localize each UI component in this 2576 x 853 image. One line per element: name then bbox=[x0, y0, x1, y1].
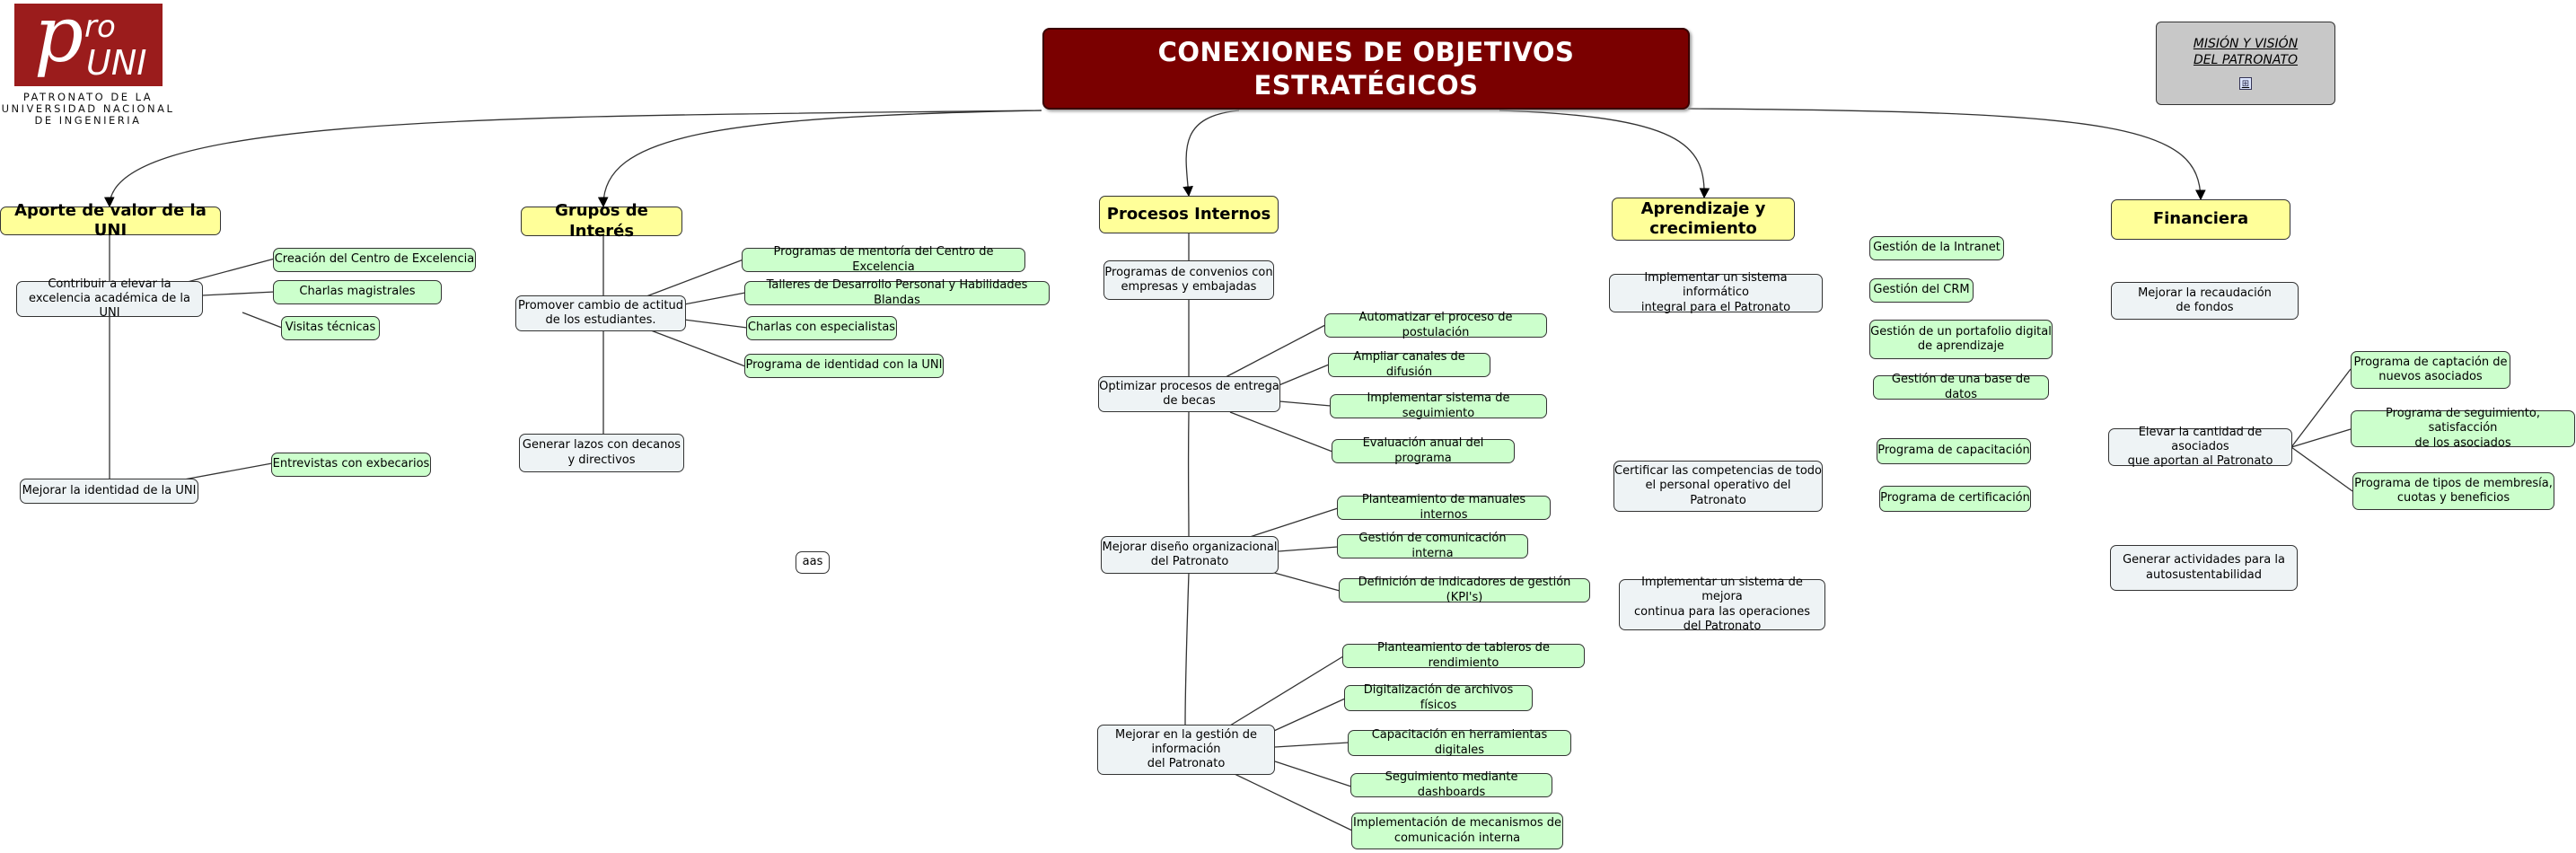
initiative-comunicacion-interna[interactable]: Gestión de comunicación interna bbox=[1337, 532, 1528, 560]
mission-vision-node[interactable]: MISIÓN Y VISIÓN DEL PATRONATO ⊞ bbox=[2156, 22, 2335, 105]
initiative-manuales-internos[interactable]: Planteamiento de manuales internos bbox=[1337, 493, 1551, 522]
initiative-captacion-asociados[interactable]: Programa de captación de nuevos asociado… bbox=[2351, 351, 2510, 389]
initiative-charlas-especialistas[interactable]: Charlas con especialistas bbox=[746, 316, 897, 340]
initiative-intranet[interactable]: Gestión de la Intranet bbox=[1869, 236, 2004, 260]
document-link-icon[interactable]: ⊞ bbox=[2239, 77, 2252, 90]
initiative-seguimiento-asociados[interactable]: Programa de seguimiento, satisfacción de… bbox=[2351, 407, 2575, 450]
logo-letters-uni: UNI bbox=[86, 43, 147, 83]
objective-certificar-competencias[interactable]: Certificar las competencias de todo el p… bbox=[1613, 461, 1823, 512]
initiative-entrevistas-exbecarios[interactable]: Entrevistas con exbecarios bbox=[271, 453, 431, 477]
logo-letter-p: p bbox=[34, 0, 84, 80]
initiative-crm[interactable]: Gestión del CRM bbox=[1869, 278, 1974, 303]
stray-node-aas[interactable]: aas bbox=[796, 551, 830, 574]
initiative-tipos-membresia[interactable]: Programa de tipos de membresía, cuotas y… bbox=[2352, 472, 2554, 510]
logo-subtitle: PATRONATO DE LA UNIVERSIDAD NACIONAL DE … bbox=[1, 91, 175, 128]
initiative-indicadores-kpi[interactable]: Definición de indicadores de gestión (KP… bbox=[1339, 576, 1590, 604]
initiative-canales-difusion[interactable]: Ampliar canales de difusión bbox=[1328, 350, 1490, 379]
objective-convenios[interactable]: Programas de convenios con empresas y em… bbox=[1103, 260, 1274, 300]
objective-excelencia-academica[interactable]: Contribuir a elevar la excelencia académ… bbox=[16, 277, 203, 320]
category-procesos-internos[interactable]: Procesos Internos bbox=[1099, 196, 1279, 233]
objective-sistema-informatico[interactable]: Implementar un sistema informático integ… bbox=[1609, 271, 1823, 314]
initiative-charlas-magistrales[interactable]: Charlas magistrales bbox=[273, 280, 442, 304]
initiative-centro-excelencia[interactable]: Creación del Centro de Excelencia bbox=[273, 248, 476, 272]
initiative-visitas-tecnicas[interactable]: Visitas técnicas bbox=[281, 316, 380, 340]
objective-cantidad-asociados[interactable]: Elevar la cantidad de asociados que apor… bbox=[2108, 426, 2292, 468]
objective-recaudacion-fondos[interactable]: Mejorar la recaudación de fondos bbox=[2111, 282, 2299, 320]
category-financiera[interactable]: Financiera bbox=[2111, 199, 2290, 240]
objective-diseno-organizacional[interactable]: Mejorar diseño organizacional del Patron… bbox=[1101, 536, 1279, 574]
initiative-automatizar-postulacion[interactable]: Automatizar el proceso de postulación bbox=[1324, 311, 1547, 339]
initiative-evaluacion-anual[interactable]: Evaluación anual del programa bbox=[1332, 436, 1515, 465]
initiative-mentoria[interactable]: Programas de mentoría del Centro de Exce… bbox=[742, 245, 1025, 274]
logo-letters-ro: ro bbox=[84, 9, 116, 45]
objective-cambio-actitud[interactable]: Promover cambio de actitud de los estudi… bbox=[515, 295, 686, 331]
category-aporte-valor[interactable]: Aporte de valor de la UNI bbox=[0, 201, 221, 240]
initiative-digitalizacion-archivos[interactable]: Digitalización de archivos físicos bbox=[1344, 683, 1533, 712]
initiative-dashboards[interactable]: Seguimiento mediante dashboards bbox=[1350, 770, 1552, 799]
initiative-capacitacion-herramientas[interactable]: Capacitación en herramientas digitales bbox=[1348, 728, 1571, 757]
objective-autosustentabilidad[interactable]: Generar actividades para la autosustenta… bbox=[2110, 545, 2298, 591]
objective-identidad-uni[interactable]: Mejorar la identidad de la UNI bbox=[20, 479, 198, 504]
objective-gestion-informacion[interactable]: Mejorar en la gestión de información del… bbox=[1097, 725, 1275, 775]
diagram-title: CONEXIONES DE OBJETIVOS ESTRATÉGICOS bbox=[1042, 28, 1690, 110]
initiative-tableros-rendimiento[interactable]: Planteamiento de tableros de rendimiento bbox=[1342, 641, 1585, 670]
prouni-logo: p ro UNI PATRONATO DE LA UNIVERSIDAD NAC… bbox=[2, 0, 172, 128]
initiative-programa-certificacion[interactable]: Programa de certificación bbox=[1879, 486, 2031, 512]
initiative-base-datos[interactable]: Gestión de una base de datos bbox=[1873, 373, 2049, 401]
initiative-talleres[interactable]: Talleres de Desarrollo Personal y Habili… bbox=[744, 278, 1050, 307]
initiative-mecanismos-comunicacion[interactable]: Implementación de mecanismos de comunica… bbox=[1351, 813, 1563, 849]
initiative-sistema-seguimiento[interactable]: Implementar sistema de seguimiento bbox=[1330, 391, 1547, 420]
objective-lazos-decanos[interactable]: Generar lazos con decanos y directivos bbox=[519, 434, 684, 472]
initiative-portafolio-digital[interactable]: Gestión de un portafolio digital de apre… bbox=[1869, 320, 2053, 359]
initiative-programa-capacitacion[interactable]: Programa de capacitación bbox=[1877, 438, 2031, 464]
objective-entrega-becas[interactable]: Optimizar procesos de entrega de becas bbox=[1098, 376, 1280, 412]
initiative-identidad-uni[interactable]: Programa de identidad con la UNI bbox=[744, 354, 944, 378]
category-grupos-interes[interactable]: Grupos de Interés bbox=[521, 201, 682, 241]
mission-vision-label: MISIÓN Y VISIÓN DEL PATRONATO bbox=[2193, 37, 2299, 67]
objective-mejora-continua[interactable]: Implementar un sistema de mejora continu… bbox=[1619, 576, 1825, 633]
logo-mark: p ro UNI bbox=[14, 0, 163, 86]
category-aprendizaje[interactable]: Aprendizaje y crecimiento bbox=[1612, 198, 1795, 241]
